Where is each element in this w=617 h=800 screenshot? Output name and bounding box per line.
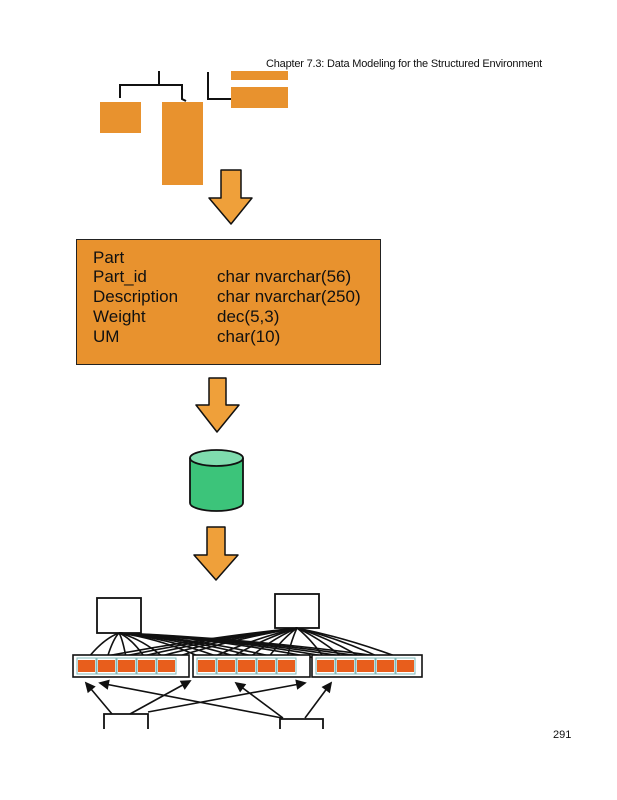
block-cell	[337, 660, 354, 672]
block-cell-frame	[196, 657, 217, 675]
block-cell	[357, 660, 374, 672]
hierarchy-box	[231, 87, 288, 108]
chapter-header: Chapter 7.3: Data Modeling for the Struc…	[266, 58, 542, 70]
arrowhead-icon	[179, 680, 192, 690]
entity-title: Part	[93, 248, 125, 267]
block-cell-frame	[156, 657, 177, 675]
hierarchy-box	[162, 102, 203, 185]
block-cell-frame	[136, 657, 157, 675]
block-cell	[377, 660, 394, 672]
block-cell-frame	[96, 657, 117, 675]
bottom-pointer-arrows	[84, 679, 333, 719]
index-box	[96, 597, 142, 634]
block-cell-frame	[335, 657, 356, 675]
hierarchy-box	[231, 71, 288, 80]
block-groups	[72, 654, 423, 678]
block-cell	[138, 660, 155, 672]
block-cell	[397, 660, 414, 672]
arrowhead-icon	[234, 681, 247, 693]
block-cell-frame	[375, 657, 396, 675]
block-cell	[198, 660, 215, 672]
database-cylinder-icon	[189, 449, 244, 512]
attribute-type: char nvarchar(250)	[217, 287, 361, 306]
pointer-arrow	[235, 682, 284, 719]
attribute-name: Weight	[93, 307, 146, 326]
block-cell	[78, 660, 95, 672]
arrowhead-icon	[84, 681, 96, 694]
block-cell-frame	[395, 657, 416, 675]
block-cell-frame	[276, 657, 297, 675]
attribute-name: UM	[93, 327, 120, 346]
arrowhead-icon	[98, 679, 110, 690]
hierarchy-box	[100, 102, 141, 133]
down-arrow-icon	[195, 377, 240, 433]
attribute-type: char nvarchar(56)	[217, 267, 352, 286]
block-cell	[258, 660, 275, 672]
block-cell-frame	[315, 657, 336, 675]
pointer-arrow	[99, 682, 283, 719]
connector-line	[207, 72, 231, 100]
attribute-type: char(10)	[217, 327, 281, 346]
block-cell	[238, 660, 255, 672]
block-cell-frame	[256, 657, 277, 675]
block-cell-frame	[76, 657, 97, 675]
block-cell	[278, 660, 295, 672]
arrowhead-icon	[295, 679, 307, 690]
entity-definition-box: Part Part_id char nvarchar(56) Descripti…	[76, 239, 381, 365]
attribute-row: Part_id char nvarchar(56)	[93, 267, 351, 287]
attribute-type: dec(5,3)	[217, 307, 280, 326]
attribute-name: Description	[93, 287, 179, 306]
block-cell	[218, 660, 235, 672]
attribute-row: Weight dec(5,3)	[93, 307, 279, 327]
block-cell-frame	[236, 657, 257, 675]
attribute-name: Part_id	[93, 267, 147, 286]
index-box-partial	[279, 718, 324, 729]
index-box-partial	[103, 713, 149, 729]
attribute-row: Description char nvarchar(250)	[93, 287, 361, 307]
attribute-row: UM char(10)	[93, 327, 280, 347]
physical-layout	[72, 593, 423, 729]
block-cell-frame	[116, 657, 137, 675]
block-cell	[98, 660, 115, 672]
pointer-arrow	[147, 682, 306, 713]
index-box	[274, 593, 320, 629]
connector-line	[119, 71, 187, 102]
pointer-arrow	[129, 680, 191, 715]
down-arrow-icon	[193, 526, 239, 581]
block-cell	[118, 660, 135, 672]
block-cell	[158, 660, 175, 672]
page-number: 291	[553, 729, 572, 741]
hierarchy-fragment	[100, 71, 288, 185]
block-cell	[317, 660, 334, 672]
block-cell-frame	[216, 657, 237, 675]
block-cell-frame	[355, 657, 376, 675]
down-arrow-icon	[208, 169, 253, 225]
arrowhead-icon	[321, 681, 333, 694]
